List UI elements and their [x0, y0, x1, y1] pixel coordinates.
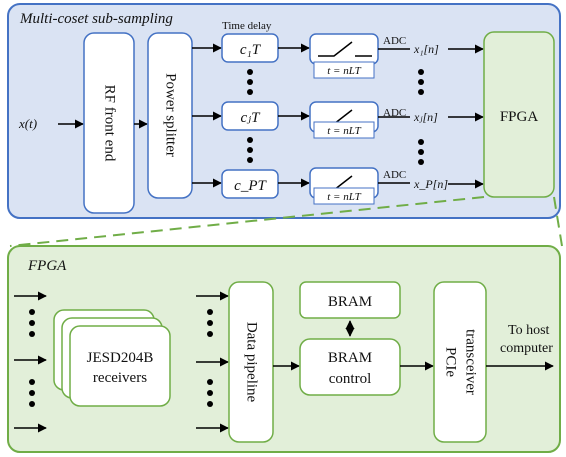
time-delay-label: Time delay	[222, 20, 272, 32]
sampling-label-1: t = nLT	[327, 65, 361, 77]
output-label-3: x_P[n]	[413, 177, 448, 191]
delay-box-3	[221, 169, 279, 199]
pcie-label-line2: transceiver	[463, 329, 479, 395]
sampling-label-2: t = nLT	[327, 125, 361, 137]
sampling-label-3: t = nLT	[327, 191, 361, 203]
jesd-label-line1: JESD204B	[87, 350, 154, 366]
adc-label-1: ADC	[383, 35, 406, 47]
zoom-line-left	[9, 196, 485, 247]
delay-dots	[247, 69, 253, 163]
pcie-box	[433, 281, 487, 443]
fpga-label: FPGA	[500, 109, 539, 125]
sampling-label-box-1	[313, 61, 375, 79]
output-label-2: xⱼ[n]	[413, 110, 438, 124]
sampling-label-box-2	[313, 121, 375, 139]
bram-control-box	[299, 338, 401, 396]
fpga-box	[483, 31, 555, 198]
data-pipeline-box	[228, 281, 274, 443]
output-label-1: x₁[n]	[413, 42, 439, 56]
host-label-line2: computer	[500, 341, 553, 356]
pcie-label-line1: PCIe	[443, 347, 459, 377]
output-dots	[418, 69, 424, 165]
power-splitter-label: Power splitter	[163, 73, 179, 157]
delay-label-1: c₁T	[240, 42, 262, 58]
bram-control-line2: control	[329, 371, 372, 387]
rf-front-end-box	[83, 32, 135, 214]
input-label: x(t)	[18, 116, 37, 131]
pipeline-in-dots	[207, 309, 213, 407]
top-panel-title: Multi-coset sub-sampling	[19, 11, 173, 27]
delay-label-3: c_PT	[234, 178, 267, 194]
jesd-in-dots	[29, 309, 35, 407]
bram-label: BRAM	[328, 294, 372, 310]
bram-box	[299, 281, 401, 319]
jesd-receivers-box	[69, 325, 171, 407]
adc-label-3: ADC	[383, 169, 406, 181]
jesd-label-line2: receivers	[93, 370, 147, 386]
adc-label-2: ADC	[383, 107, 406, 119]
data-pipeline-label: Data pipeline	[244, 322, 260, 403]
bram-control-line1: BRAM	[328, 350, 372, 366]
delay-label-2: cⱼT	[241, 110, 262, 126]
switch-symbol-1	[318, 41, 353, 57]
host-label-line1: To host	[508, 323, 550, 338]
zoom-line-right	[553, 196, 563, 247]
rf-front-end-label: RF front end	[102, 85, 118, 162]
sampling-label-box-3	[313, 187, 375, 205]
bottom-panel-title: FPGA	[27, 258, 67, 274]
